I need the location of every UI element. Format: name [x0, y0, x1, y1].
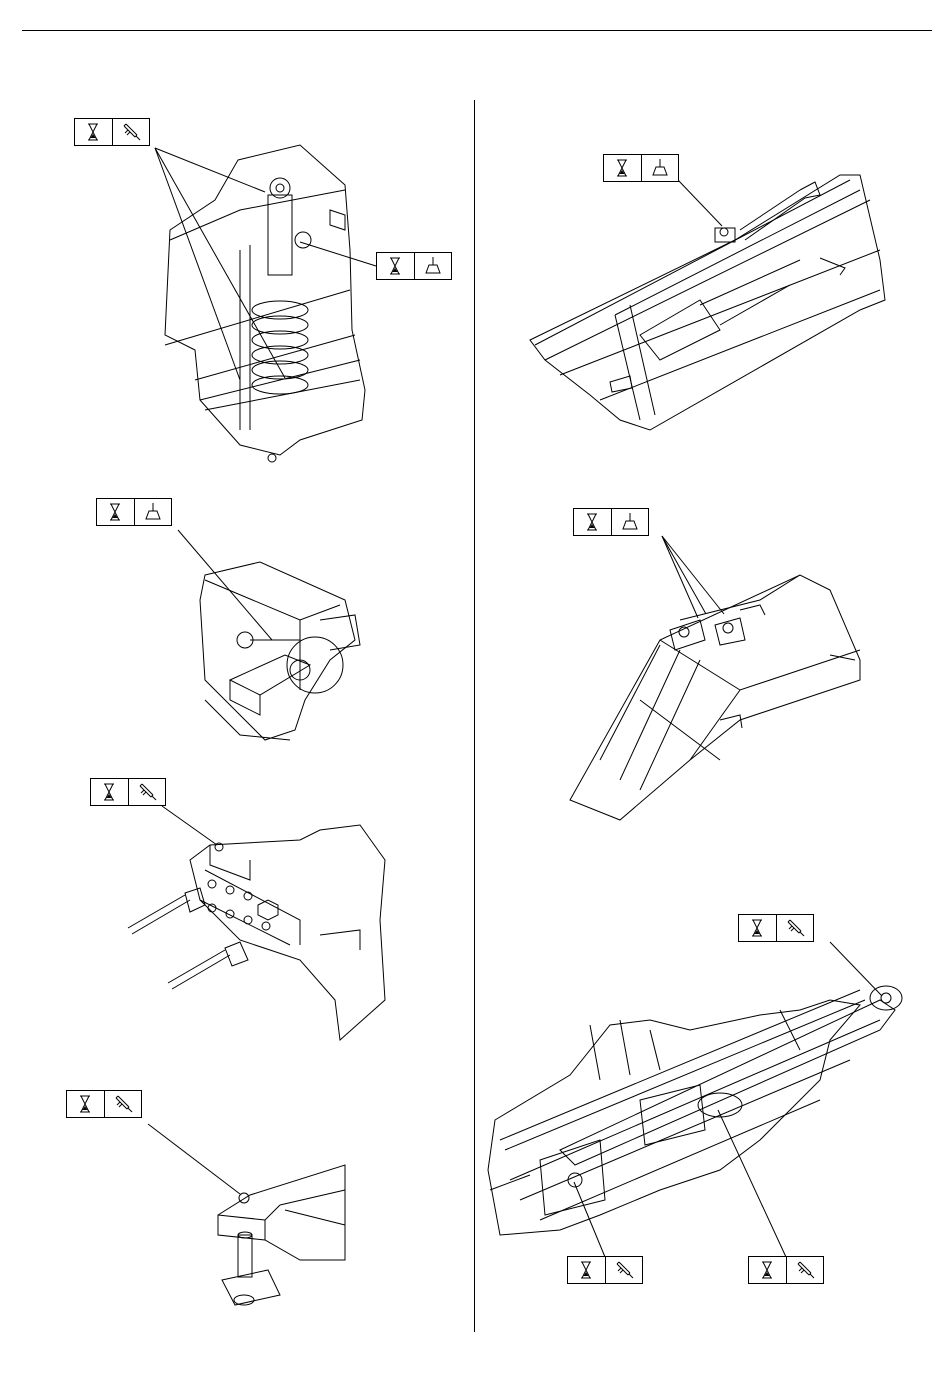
- grease-gun-icon: [104, 1091, 142, 1117]
- lubrication-callout: [66, 1090, 142, 1118]
- hourglass-icon: [568, 1257, 605, 1283]
- figure-boom-section: [530, 175, 885, 430]
- hourglass-icon: [75, 119, 112, 145]
- lubrication-callout: [748, 1256, 824, 1284]
- lubrication-callout: [738, 914, 814, 942]
- hourglass-icon: [91, 779, 128, 805]
- leader-line: [155, 148, 285, 378]
- hourglass-icon: [377, 253, 414, 279]
- figure-spring-damper: [165, 145, 365, 462]
- hourglass-icon: [739, 915, 776, 941]
- lubrication-callout: [90, 778, 166, 806]
- oil-can-icon: [641, 155, 679, 181]
- hourglass-icon: [574, 509, 611, 535]
- figure-cylinder-assembly: [488, 986, 902, 1235]
- hourglass-icon: [67, 1091, 104, 1117]
- hourglass-icon: [604, 155, 641, 181]
- leader-line: [662, 536, 724, 614]
- leader-line: [178, 530, 272, 640]
- figure-bearing-pin: [218, 1165, 345, 1305]
- lubrication-callout: [567, 1256, 643, 1284]
- lubrication-callout: [376, 252, 452, 280]
- leader-line: [155, 148, 265, 192]
- grease-gun-icon: [786, 1257, 824, 1283]
- oil-can-icon: [611, 509, 649, 535]
- grease-gun-icon: [128, 779, 166, 805]
- figure-link-plate: [128, 825, 385, 1040]
- hourglass-icon: [749, 1257, 786, 1283]
- leader-line: [662, 536, 706, 614]
- grease-gun-icon: [605, 1257, 643, 1283]
- leader-line: [574, 1182, 605, 1257]
- leader-line: [162, 806, 217, 845]
- leader-line: [830, 942, 882, 996]
- grease-gun-icon: [112, 119, 150, 145]
- lubrication-callout: [603, 154, 679, 182]
- grease-gun-icon: [776, 915, 814, 941]
- lubrication-callout: [74, 118, 150, 146]
- hourglass-icon: [97, 499, 134, 525]
- figure-pivot-bearing: [200, 562, 360, 740]
- leader-line: [155, 148, 240, 380]
- lubrication-callout: [573, 508, 649, 536]
- oil-can-icon: [414, 253, 452, 279]
- lubrication-callout: [96, 498, 172, 526]
- leader-line: [678, 180, 722, 226]
- leader-line: [300, 242, 376, 266]
- leader-line: [662, 536, 698, 618]
- figure-boom-center: [570, 575, 860, 820]
- leader-line: [148, 1124, 240, 1194]
- leader-line: [718, 1110, 786, 1257]
- oil-can-icon: [134, 499, 172, 525]
